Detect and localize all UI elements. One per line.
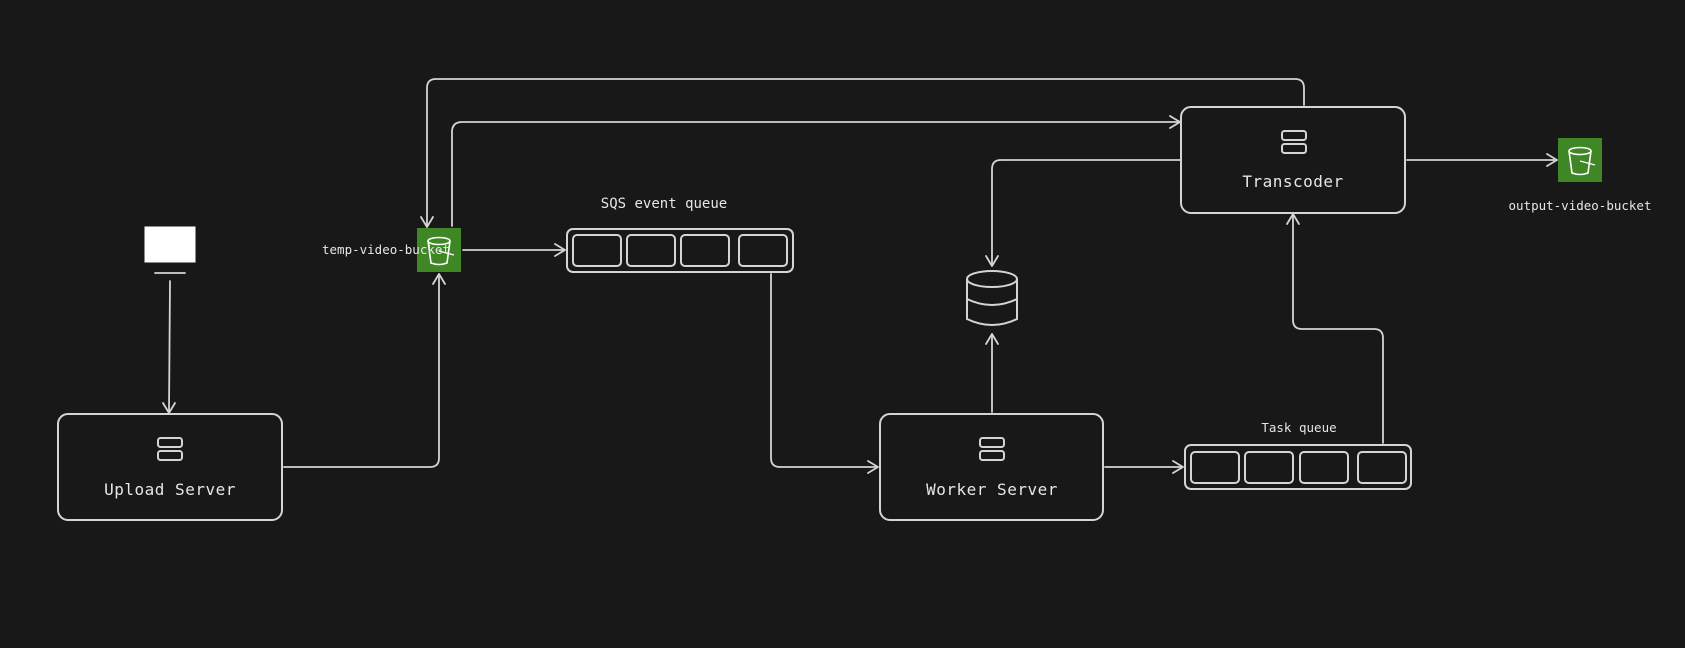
queue-slot — [572, 234, 622, 267]
bucket-icon — [1568, 146, 1596, 176]
bucket-icon — [427, 236, 455, 266]
edge-task-queue-to-transcoder — [1286, 213, 1384, 444]
edge-worker-to-task-queue — [1104, 460, 1184, 474]
queue-slot — [1244, 451, 1294, 484]
edge-sqs-to-worker — [770, 273, 879, 474]
database-icon[interactable] — [966, 270, 1018, 326]
transcoder-label: Transcoder — [1242, 172, 1343, 191]
edge-worker-to-database — [985, 333, 999, 413]
server-icon — [1281, 130, 1307, 154]
temp-bucket-node[interactable]: temp-video-bucket — [322, 228, 461, 272]
client-monitor-icon[interactable] — [144, 226, 196, 274]
sqs-queue-label: SQS event queue — [601, 196, 727, 212]
worker-server-label: Worker Server — [926, 480, 1058, 499]
queue-slot — [1299, 451, 1349, 484]
temp-bucket-label: temp-video-bucket — [322, 242, 450, 257]
queue-slot — [626, 234, 676, 267]
queue-slot — [738, 234, 788, 267]
edge-temp-bucket-to-transcoder — [451, 115, 1181, 227]
worker-server-node[interactable]: Worker Server — [879, 413, 1104, 521]
output-bucket-node[interactable]: output-video-bucket — [1509, 138, 1652, 213]
output-bucket-label: output-video-bucket — [1509, 198, 1652, 213]
server-icon — [157, 437, 183, 461]
upload-server-node[interactable]: Upload Server — [57, 413, 283, 521]
queue-slot — [1190, 451, 1240, 484]
edge-transcoder-to-output-bucket — [1406, 153, 1558, 167]
sqs-queue-node[interactable]: SQS event queue — [566, 196, 794, 273]
task-queue-node[interactable]: Task queue — [1184, 420, 1412, 490]
edge-transcoder-to-temp-bucket — [420, 78, 1305, 228]
edge-upload-to-temp-bucket — [283, 273, 446, 468]
transcoder-node[interactable]: Transcoder — [1180, 106, 1406, 214]
task-queue-label: Task queue — [1261, 420, 1336, 435]
server-icon — [979, 437, 1005, 461]
edge-temp-bucket-to-sqs — [462, 243, 566, 257]
queue-slot — [680, 234, 730, 267]
edge-transcoder-to-database — [985, 159, 1181, 267]
edge-client-to-upload — [162, 280, 176, 414]
queue-slot — [1357, 451, 1407, 484]
upload-server-label: Upload Server — [104, 480, 236, 499]
